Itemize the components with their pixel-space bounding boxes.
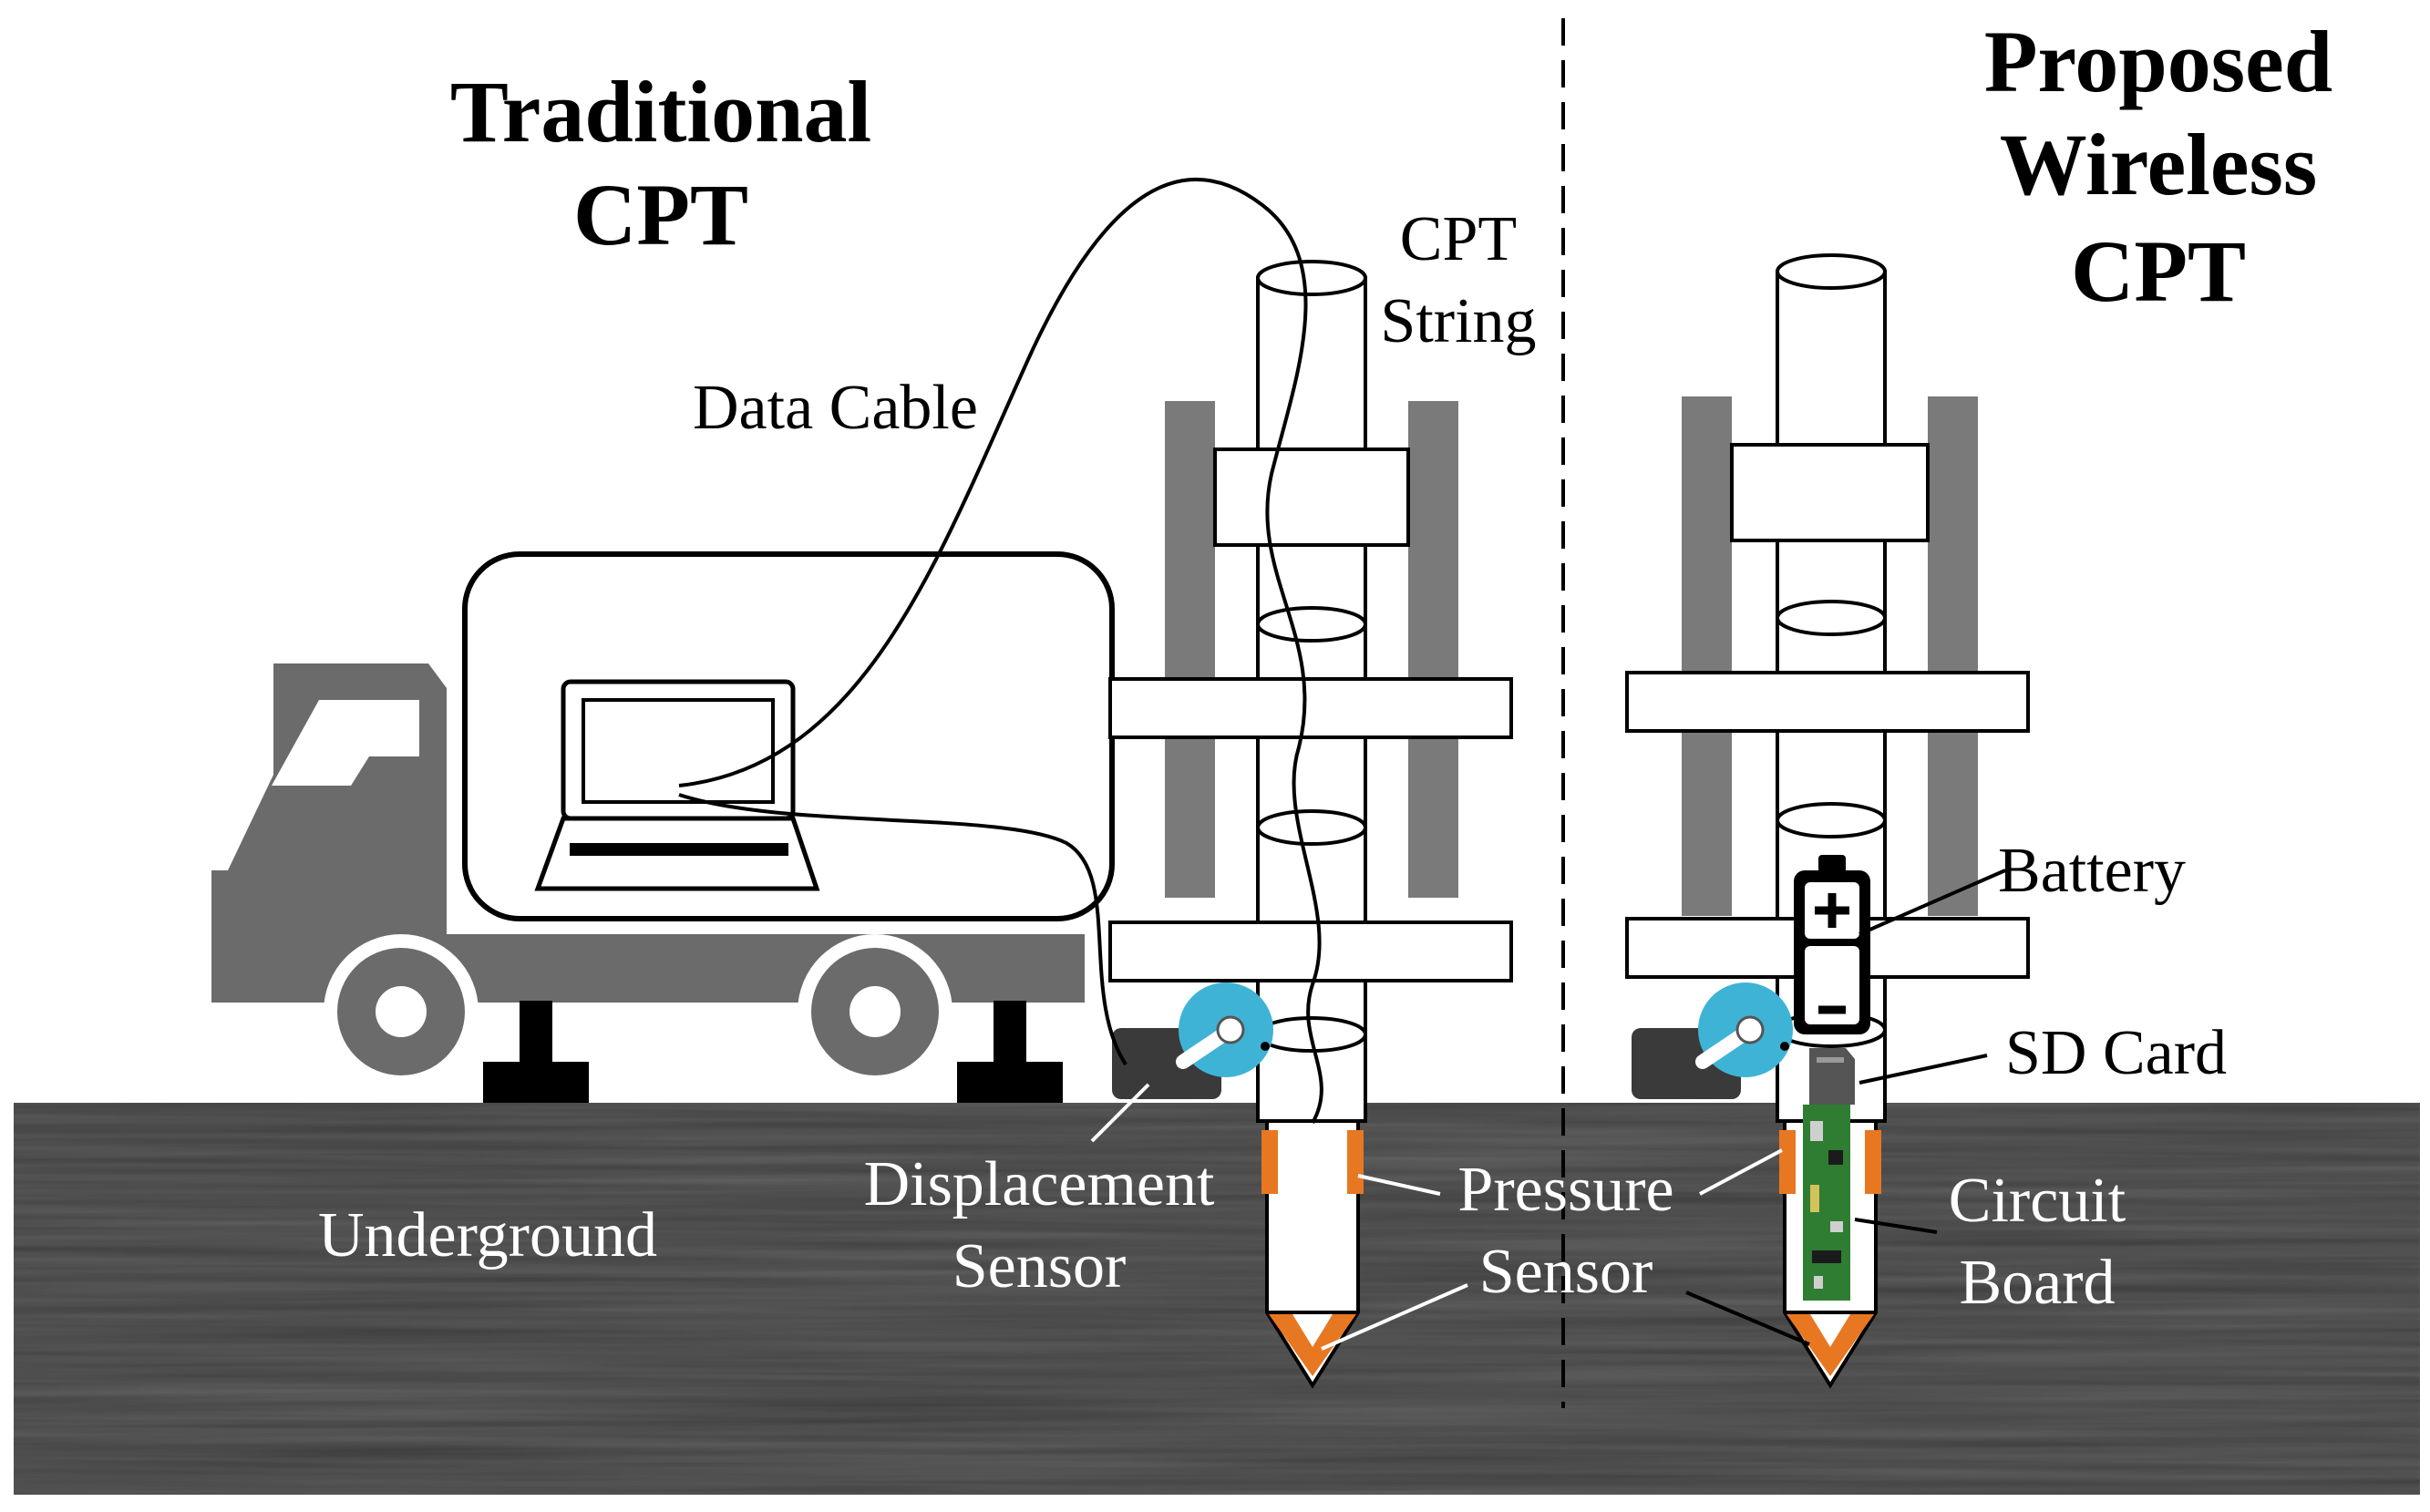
sensor-cable-line <box>678 793 1127 1066</box>
rig-post-left <box>1682 396 1732 916</box>
label-battery: Battery <box>1998 836 2186 906</box>
label-circuit-board-line2: Board <box>1959 1248 2115 1318</box>
sd-card-icon <box>1809 1048 1855 1105</box>
wireless-rig <box>1625 253 2030 1389</box>
truck-window <box>272 700 419 786</box>
leader-lines <box>1685 869 2006 1346</box>
label-pressure-sensor-line1: Pressure <box>1457 1155 1673 1225</box>
underground-soil <box>14 1103 2420 1495</box>
label-displacement-sensor-line2: Sensor <box>952 1231 1127 1301</box>
label-sd-card: SD Card <box>2005 1018 2227 1088</box>
label-displacement-sensor-line1: Displacement <box>864 1149 1215 1219</box>
battery-icon <box>1794 855 1870 1034</box>
data-cable-line <box>678 177 1323 1124</box>
label-pressure-sensor-line2: Sensor <box>1479 1237 1653 1307</box>
rig-crossbar-lower <box>1108 921 1513 982</box>
rig-post-right <box>1408 401 1458 898</box>
title-proposed-line3: CPT <box>2071 222 2246 320</box>
truck-wheel-front <box>324 934 479 1089</box>
pressure-sensor-orange-left <box>1779 1130 1796 1194</box>
rig-crossbar-upper <box>1108 677 1513 739</box>
rig-post-left <box>1165 401 1215 898</box>
rig-clamp <box>1213 447 1410 547</box>
truck-wheel-rear <box>798 934 952 1089</box>
label-data-cable: Data Cable <box>693 373 978 443</box>
rig-crossbar-upper <box>1625 671 2030 733</box>
label-underground: Underground <box>318 1200 657 1270</box>
truck-stabilizer-left <box>483 1001 589 1103</box>
title-proposed-line2: Wireless <box>2000 116 2317 213</box>
label-circuit-board-line1: Circuit <box>1949 1166 2126 1236</box>
displacement-sensor-icon <box>1632 982 1793 1099</box>
circuit-board-icon <box>1803 1105 1850 1301</box>
pressure-sensor-orange-right <box>1347 1130 1364 1194</box>
label-cpt-string-line2: String <box>1380 286 1536 356</box>
leader-lines-white <box>1090 1083 1783 1351</box>
rig-post-right <box>1928 396 1978 916</box>
title-proposed-line1: Proposed <box>1984 13 2332 110</box>
rig-clamp <box>1730 443 1930 542</box>
traditional-rig <box>1108 260 1513 1389</box>
pressure-sensor-orange-right <box>1865 1130 1881 1194</box>
title-traditional-line1: Traditional <box>450 63 871 160</box>
truck-stabilizer-right <box>957 1001 1063 1103</box>
label-cpt-string-line1: CPT <box>1400 204 1517 274</box>
laptop-icon <box>534 679 820 891</box>
title-traditional-line2: CPT <box>573 166 748 263</box>
displacement-sensor-icon <box>1112 982 1273 1099</box>
pressure-sensor-orange-left <box>1261 1130 1278 1194</box>
